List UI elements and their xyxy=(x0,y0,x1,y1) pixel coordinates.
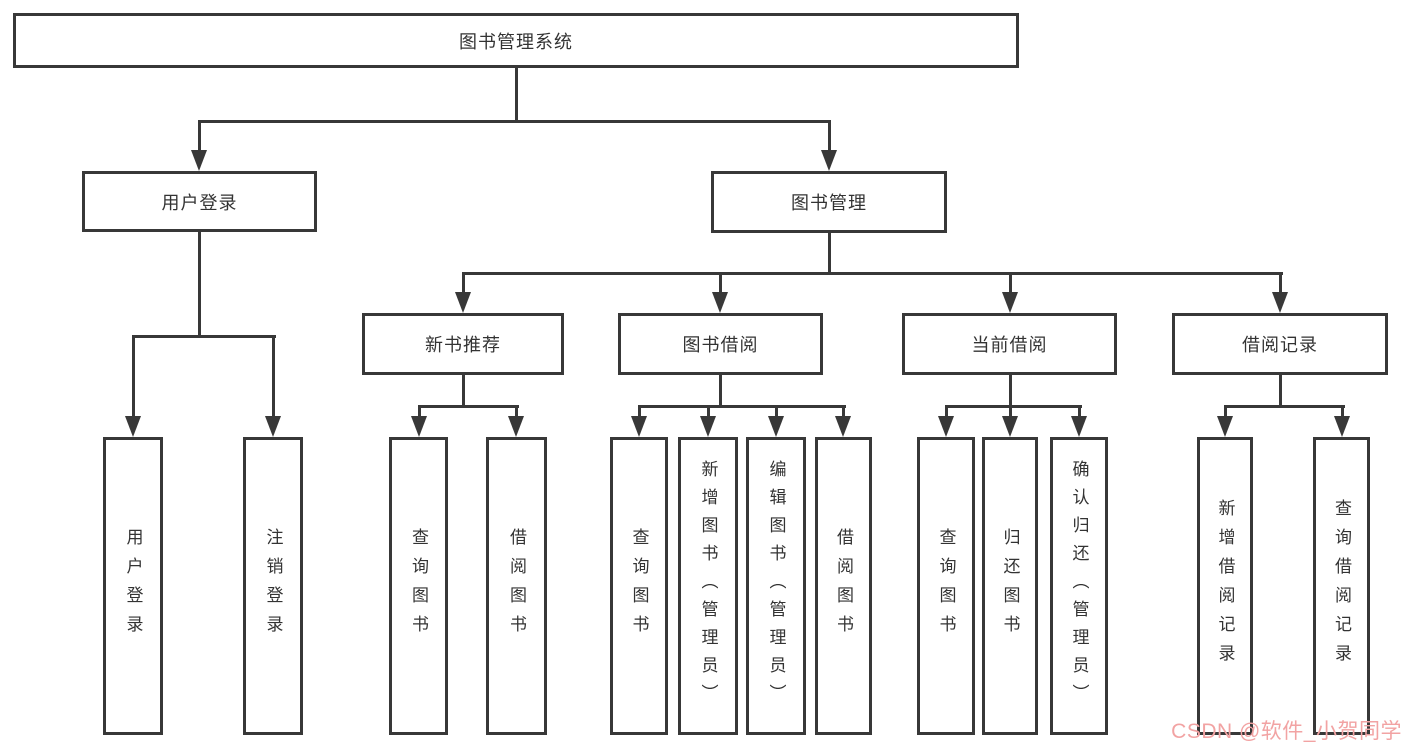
arrowhead-down-icon xyxy=(1217,416,1233,437)
connector-bus xyxy=(638,405,846,408)
leaf-label: 注销登录 xyxy=(263,528,283,644)
connector-stub xyxy=(707,405,710,420)
connector-stub xyxy=(462,272,465,296)
connector-root-stem xyxy=(515,68,518,123)
connector-stub xyxy=(638,405,641,420)
node-label: 图书管理系统 xyxy=(459,31,573,52)
leaf-label: 用户登录 xyxy=(123,528,143,644)
leaf-label: 新增图书（管理员） xyxy=(698,460,718,712)
arrowhead-down-icon xyxy=(191,150,207,171)
connector-stub xyxy=(198,120,201,153)
node-label: 用户登录 xyxy=(161,192,238,213)
connector-bus xyxy=(132,335,276,338)
connector-stub xyxy=(1078,405,1081,420)
connector-stub xyxy=(945,405,948,420)
arrowhead-down-icon xyxy=(411,416,427,437)
node-book-management: 图书管理 xyxy=(711,171,947,233)
leaf-query-books-borrow: 查询图书 xyxy=(610,437,668,735)
node-label: 借阅记录 xyxy=(1242,335,1318,355)
leaf-label: 查询图书 xyxy=(409,528,428,644)
connector-bus xyxy=(418,405,519,408)
arrowhead-down-icon xyxy=(768,416,784,437)
leaf-add-borrow-record: 新增借阅记录 xyxy=(1197,437,1253,735)
leaf-label: 查询图书 xyxy=(936,528,956,644)
leaf-logout: 注销登录 xyxy=(243,437,303,735)
connector-stem xyxy=(198,232,201,338)
arrowhead-down-icon xyxy=(712,292,728,313)
connector-level3-bus xyxy=(462,272,1283,275)
arrowhead-down-icon xyxy=(700,416,716,437)
connector-stub xyxy=(272,335,275,420)
leaf-label: 借阅图书 xyxy=(507,528,526,644)
connector-stem xyxy=(1279,375,1282,408)
arrowhead-down-icon xyxy=(1272,292,1288,313)
csdn-watermark: CSDN @软件_小贺同学 xyxy=(1171,720,1402,743)
leaf-label: 查询借阅记录 xyxy=(1332,499,1351,673)
connector-stub xyxy=(1279,272,1282,296)
leaf-user-login: 用户登录 xyxy=(103,437,163,735)
connector-stub xyxy=(842,405,845,420)
arrowhead-down-icon xyxy=(1334,416,1350,437)
node-label: 图书管理 xyxy=(791,193,867,213)
connector-stub xyxy=(828,120,831,153)
leaf-query-books-recommend: 查询图书 xyxy=(389,437,448,735)
arrowhead-down-icon xyxy=(821,150,837,171)
connector-stem xyxy=(828,233,831,275)
arrowhead-down-icon xyxy=(508,416,524,437)
leaf-label: 编辑图书（管理员） xyxy=(766,460,786,712)
connector-stub xyxy=(1224,405,1227,420)
arrowhead-down-icon xyxy=(1002,292,1018,313)
leaf-label: 查询图书 xyxy=(629,528,649,644)
node-label: 当前借阅 xyxy=(971,335,1048,355)
connector-stub xyxy=(1341,405,1344,420)
leaf-return-books: 归还图书 xyxy=(982,437,1038,735)
arrowhead-down-icon xyxy=(835,416,851,437)
leaf-label: 确认归还（管理员） xyxy=(1069,460,1089,712)
arrowhead-down-icon xyxy=(265,416,281,437)
arrowhead-down-icon xyxy=(1002,416,1018,437)
node-label: 图书借阅 xyxy=(682,335,759,355)
connector-stub xyxy=(418,405,421,420)
leaf-label: 归还图书 xyxy=(1000,528,1020,644)
node-new-book-recommend: 新书推荐 xyxy=(362,313,564,375)
arrowhead-down-icon xyxy=(1071,416,1087,437)
connector-stub xyxy=(775,405,778,420)
connector-bus xyxy=(945,405,1082,408)
arrowhead-down-icon xyxy=(938,416,954,437)
connector-stub xyxy=(1009,405,1012,420)
arrowhead-down-icon xyxy=(125,416,141,437)
arrowhead-down-icon xyxy=(631,416,647,437)
leaf-label: 借阅图书 xyxy=(834,528,853,644)
connector-stem xyxy=(462,375,465,408)
leaf-borrow-books-recommend: 借阅图书 xyxy=(486,437,547,735)
connector-stub xyxy=(1009,272,1012,296)
connector-stub xyxy=(132,335,135,420)
connector-stub xyxy=(719,272,722,296)
node-book-borrow: 图书借阅 xyxy=(618,313,823,375)
leaf-add-books-admin: 新增图书（管理员） xyxy=(678,437,738,735)
arrowhead-down-icon xyxy=(455,292,471,313)
leaf-edit-books-admin: 编辑图书（管理员） xyxy=(746,437,806,735)
leaf-query-borrow-record: 查询借阅记录 xyxy=(1313,437,1370,735)
leaf-borrow-books: 借阅图书 xyxy=(815,437,872,735)
connector-stem xyxy=(719,375,722,408)
connector-stem xyxy=(1009,375,1012,408)
connector-level2-bus xyxy=(198,120,831,123)
connector-bus xyxy=(1224,405,1345,408)
connector-stub xyxy=(515,405,518,420)
node-label: 新书推荐 xyxy=(425,335,501,355)
node-borrow-records: 借阅记录 xyxy=(1172,313,1388,375)
leaf-label: 新增借阅记录 xyxy=(1215,499,1235,673)
leaf-query-books-current: 查询图书 xyxy=(917,437,975,735)
node-current-borrow: 当前借阅 xyxy=(902,313,1117,375)
leaf-confirm-return-admin: 确认归还（管理员） xyxy=(1050,437,1108,735)
node-library-system: 图书管理系统 xyxy=(13,13,1019,68)
node-user-login: 用户登录 xyxy=(82,171,317,232)
